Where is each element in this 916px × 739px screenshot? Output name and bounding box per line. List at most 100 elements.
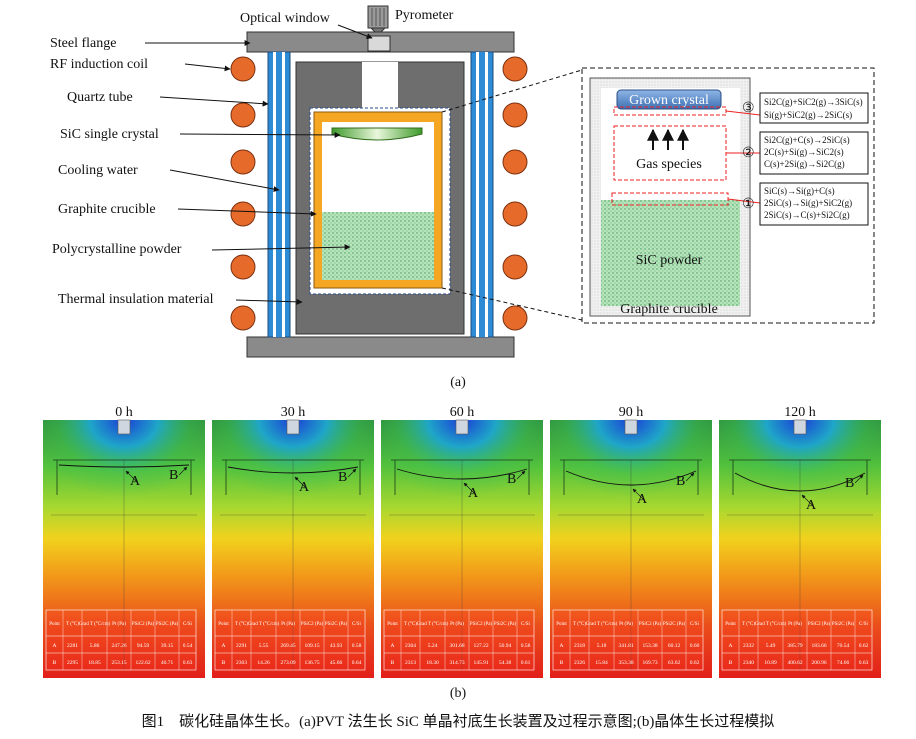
growth-interface	[58, 464, 190, 468]
table-cell: 50.94	[499, 643, 512, 649]
table-cell: 109.15	[304, 643, 319, 649]
reaction-zone-2: ② Si2C(g)+C(s)→2SiC(s) 2C(s)+Si(g)→SiC2(…	[742, 131, 869, 175]
table-cell: A	[560, 643, 564, 649]
label-cooling-water: Cooling water	[58, 163, 138, 178]
table-cell: 2295	[67, 660, 78, 666]
sim-time-label: 90 h	[619, 405, 644, 420]
table-header: PSiC2 (Pa)	[301, 622, 324, 627]
table-cell: 74.66	[837, 660, 850, 666]
table-header: T (°C)	[742, 622, 755, 627]
table-cell: 14.26	[257, 660, 270, 666]
table-cell: B	[560, 660, 564, 666]
table-header: Point	[218, 622, 229, 627]
table-cell: 2304	[405, 643, 416, 649]
table-header: PSi2C (Pa)	[832, 622, 855, 627]
label-thermal-insulation: Thermal insulation material	[58, 292, 214, 307]
inset-sic-powder	[601, 200, 740, 306]
table-cell: A	[222, 643, 226, 649]
reaction-text: C(s)+2Si(g)→Si2C(g)	[764, 159, 845, 169]
table-header: Pt (Pa)	[281, 622, 295, 627]
figure-caption: 图1 碳化硅晶体生长。(a)PVT 法生长 SiC 单晶衬底生长装置及过程示意图…	[142, 712, 775, 730]
optical-window	[367, 35, 391, 52]
table-cell: 2313	[405, 660, 416, 666]
table-cell: 122.62	[135, 660, 150, 666]
inset-gas-species: Gas species	[636, 157, 702, 172]
table-header: Pt (Pa)	[112, 622, 126, 627]
table-header: Grad T (°C/cm)	[586, 622, 618, 627]
table-cell: 60.12	[668, 643, 681, 649]
table-cell: 15.84	[595, 660, 608, 666]
inset-grown-crystal	[616, 89, 722, 110]
sublabel-b: (b)	[450, 686, 467, 701]
table-header: PSi2C (Pa)	[663, 622, 686, 627]
inset-sic-powder-label: SiC powder	[636, 253, 703, 268]
table-header: Grad T (°C/cm)	[79, 622, 111, 627]
table-header: C/Si	[521, 622, 531, 627]
point-label-b: B	[845, 476, 854, 491]
table-cell: 273.09	[280, 660, 295, 666]
table-header: Grad T (°C/cm)	[417, 622, 449, 627]
table-cell: 400.62	[787, 660, 802, 666]
reaction-text: Si2C(g)+SiC2(g)→3SiC(s)	[764, 97, 863, 107]
growth-interface	[734, 472, 866, 492]
table-cell: 0.62	[690, 660, 700, 666]
table-cell: 39.15	[161, 643, 174, 649]
svg-text:③: ③	[742, 101, 755, 116]
table-cell: 0.62	[859, 643, 869, 649]
table-cell: 54.38	[499, 660, 512, 666]
table-header: Point	[387, 622, 398, 627]
point-label-a: A	[468, 486, 479, 501]
table-cell: 341.81	[618, 643, 633, 649]
growth-interface	[396, 468, 528, 480]
table-cell: 0.54	[183, 643, 193, 649]
reaction-text: Si2C(g)+C(s)→2SiC(s)	[764, 135, 850, 145]
table-header: C/Si	[690, 622, 700, 627]
label-graphite-crucible: Graphite crucible	[58, 202, 156, 217]
point-label-a: A	[806, 498, 817, 513]
table-cell: 0.61	[521, 660, 531, 666]
growth-interface	[565, 470, 697, 486]
table-header: T (°C)	[404, 622, 417, 627]
table-header: PSiC2 (Pa)	[470, 622, 493, 627]
table-header: PSiC2 (Pa)	[639, 622, 662, 627]
table-cell: 169.73	[642, 660, 657, 666]
table-header: Grad T (°C/cm)	[248, 622, 280, 627]
table-cell: 45.66	[330, 660, 343, 666]
point-label-b: B	[338, 470, 347, 485]
label-rf-coil: RF induction coil	[50, 57, 148, 72]
table-cell: 18.85	[88, 660, 101, 666]
sim-time-label: 30 h	[281, 405, 306, 420]
table-header: C/Si	[859, 622, 869, 627]
point-label-a: A	[637, 492, 648, 507]
reaction-text: 2SiC(s)→Si(g)+SiC2(g)	[764, 198, 852, 208]
table-cell: 136.75	[304, 660, 319, 666]
point-label-a: A	[130, 474, 141, 489]
sim-time-label: 0 h	[115, 405, 133, 420]
table-cell: 183.66	[811, 643, 826, 649]
reaction-text: Si(g)+SiC2(g)→2SiC(s)	[764, 110, 852, 120]
table-cell: 0.63	[183, 660, 193, 666]
table-header: PSi2C (Pa)	[325, 622, 348, 627]
reaction-text: SiC(s)→Si(g)+C(s)	[764, 186, 835, 196]
point-label-a: A	[299, 480, 310, 495]
table-cell: B	[729, 660, 733, 666]
table-cell: 2326	[574, 660, 585, 666]
rf-induction-coil	[230, 56, 528, 331]
table-cell: 18.30	[426, 660, 439, 666]
table-cell: 0.64	[352, 660, 362, 666]
pyrometer-body	[367, 5, 389, 29]
table-cell: 94.59	[137, 643, 150, 649]
table-header: PSi2C (Pa)	[156, 622, 179, 627]
table-cell: 353.38	[618, 660, 633, 666]
point-label-b: B	[676, 474, 685, 489]
point-label-b: B	[169, 468, 178, 483]
table-cell: 2340	[743, 660, 754, 666]
table-header: PSiC2 (Pa)	[808, 622, 831, 627]
table-cell: 301.68	[449, 643, 464, 649]
